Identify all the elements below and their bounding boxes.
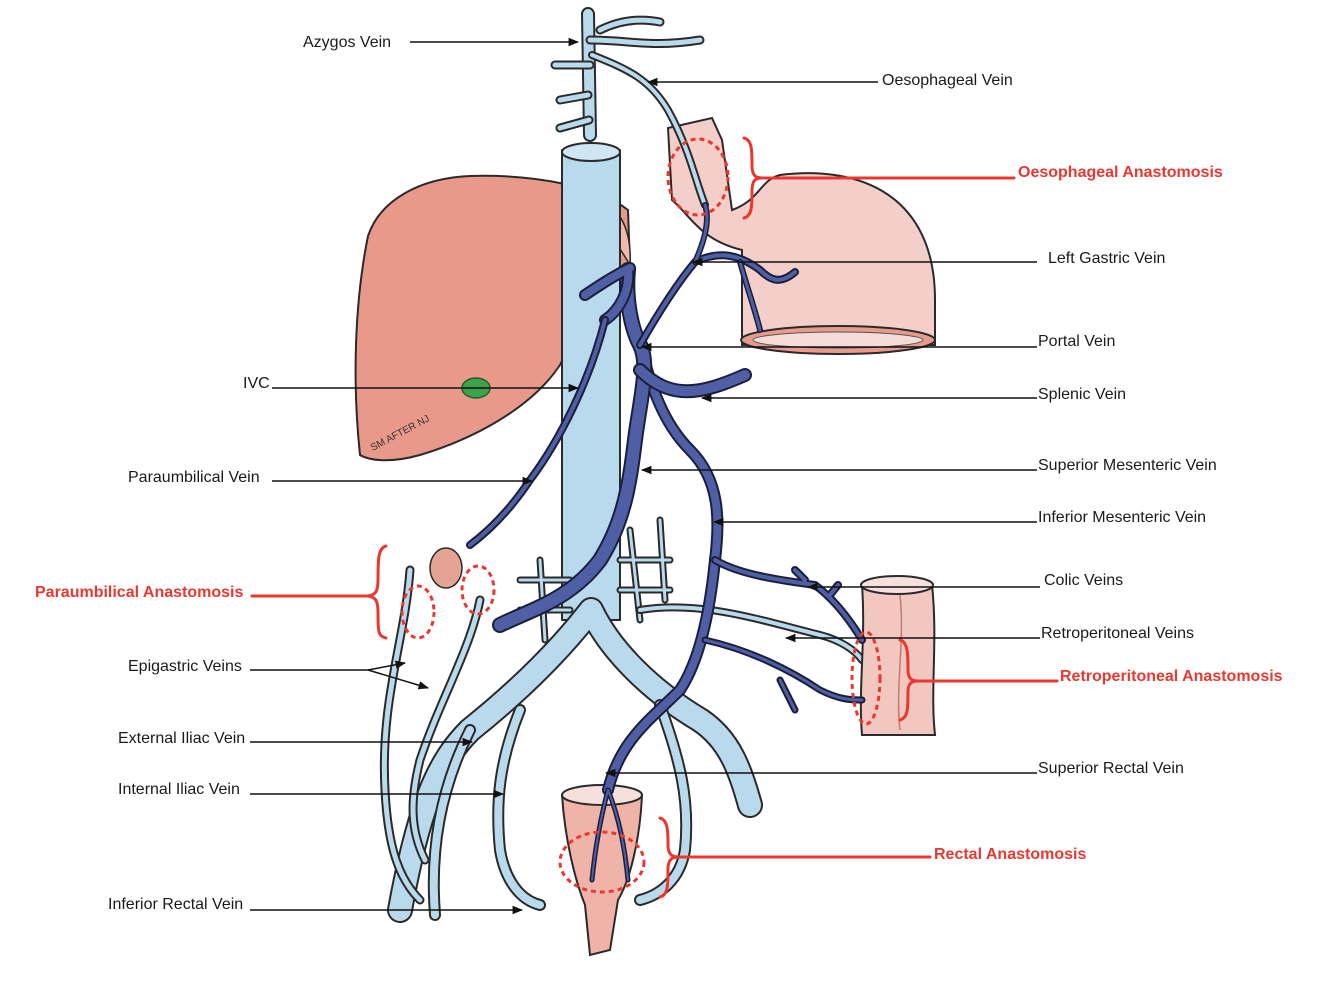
label-superior-mesenteric-vein: Superior Mesenteric Vein — [1038, 457, 1217, 474]
label-left-gastric-vein: Left Gastric Vein — [1048, 250, 1166, 267]
label-superior-rectal-vein: Superior Rectal Vein — [1038, 760, 1184, 777]
label-epigastric-veins: Epigastric Veins — [128, 658, 242, 675]
label-paraumbilical-anastomosis: Paraumbilical Anastomosis — [35, 584, 244, 601]
label-oesophageal-vein: Oesophageal Vein — [882, 72, 1013, 89]
retroperitoneal-anastomosis-circle — [850, 630, 882, 726]
colon — [859, 575, 937, 736]
rectal-anastomosis-circle — [558, 830, 646, 894]
label-portal-vein: Portal Vein — [1038, 333, 1116, 350]
label-inferior-rectal-vein: Inferior Rectal Vein — [108, 896, 244, 913]
anastomosis-braces — [250, 136, 1059, 899]
umbilicus — [429, 547, 463, 589]
paraumbilical-anastomosis-circle-left — [400, 584, 436, 640]
label-azygos-vein: Azygos Vein — [303, 34, 392, 51]
label-ivc: IVC — [243, 375, 270, 392]
label-rectal-anastomosis: Rectal Anastomosis — [934, 846, 1087, 863]
label-colic-veins: Colic Veins — [1044, 572, 1124, 589]
paraumbilical-anastomosis-circle-right — [460, 564, 496, 616]
systemic-veins — [379, 7, 866, 923]
label-inferior-mesenteric-vein: Inferior Mesenteric Vein — [1038, 509, 1207, 526]
portal-veins — [466, 202, 866, 883]
oesophageal-anastomosis-circle — [666, 137, 730, 217]
label-splenic-vein: Splenic Vein — [1038, 386, 1127, 403]
anastomosis-markers — [400, 137, 882, 894]
leader-arrows — [250, 37, 1040, 915]
label-retroperitoneal-anastomosis: Retroperitoneal Anastomosis — [1060, 668, 1283, 685]
stomach — [666, 116, 936, 355]
label-external-iliac-vein: External Iliac Vein — [118, 730, 246, 747]
label-retroperitoneal-veins: Retroperitoneal Veins — [1041, 625, 1194, 642]
label-internal-iliac-vein: Internal Iliac Vein — [118, 781, 240, 798]
label-paraumbilical-vein: Paraumbilical Vein — [128, 469, 260, 486]
label-oesophageal-anastomosis: Oesophageal Anastomosis — [1018, 164, 1223, 181]
